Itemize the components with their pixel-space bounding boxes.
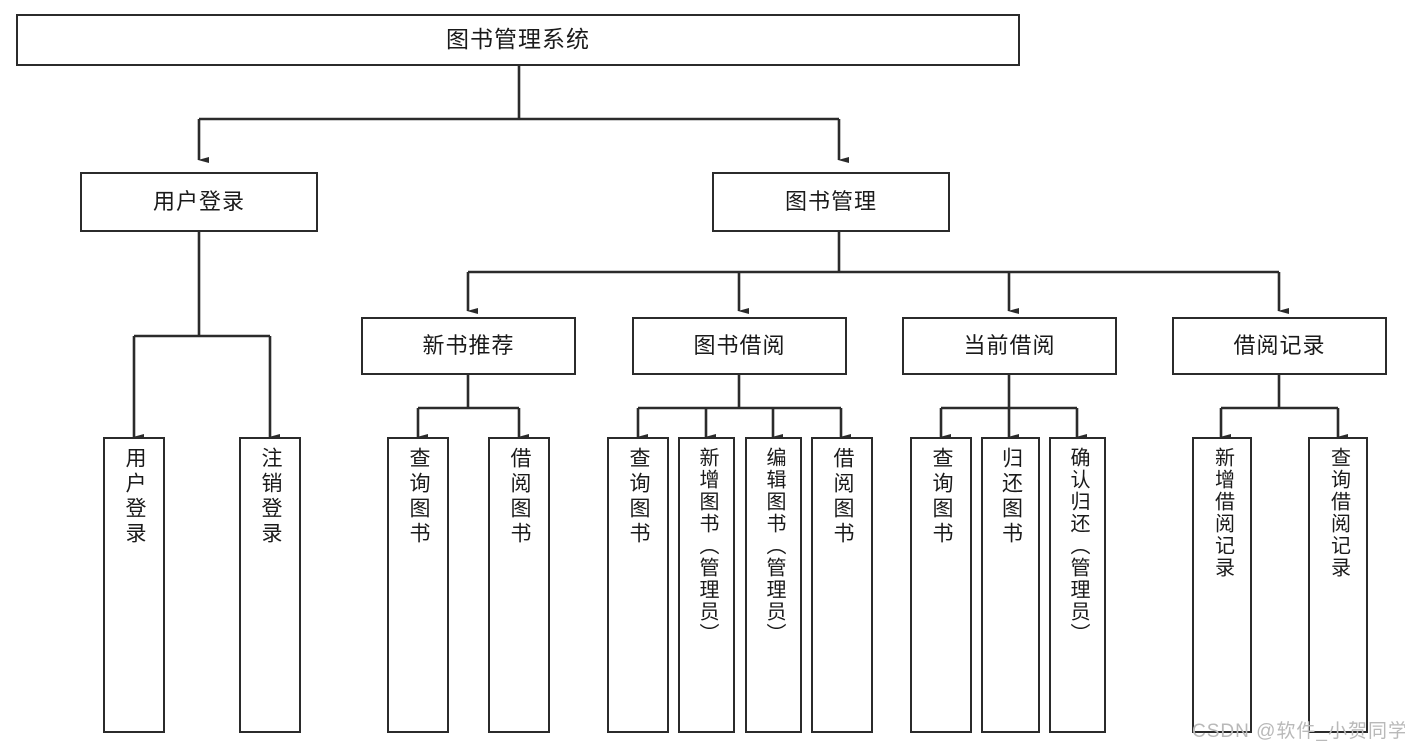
node-label: 查询借阅记录 xyxy=(1327,447,1350,579)
node-label: 图书管理系统 xyxy=(446,26,590,53)
watermark-text: CSDN @软件_小贺同学 xyxy=(1192,721,1405,742)
node-label: 新增借阅记录 xyxy=(1211,447,1234,579)
node-borrow-record[interactable]: 借阅记录 xyxy=(1172,317,1387,375)
node-label: 用户登录 xyxy=(152,188,245,214)
node-label: 图书管理 xyxy=(784,188,877,214)
node-label: 图书借阅 xyxy=(693,332,786,358)
node-user-login[interactable]: 用户登录 xyxy=(80,172,318,232)
leaf-borrow-book-recommend[interactable]: 借阅图书 xyxy=(488,437,550,733)
node-label: 当前借阅 xyxy=(963,332,1056,358)
leaf-user-login[interactable]: 用户登录 xyxy=(103,437,165,733)
leaf-query-borrow-record[interactable]: 查询借阅记录 xyxy=(1308,437,1368,733)
node-book-management[interactable]: 图书管理 xyxy=(712,172,950,232)
node-root-system[interactable]: 图书管理系统 xyxy=(16,14,1020,66)
leaf-add-book-admin[interactable]: 新增图书（管理员） xyxy=(678,437,735,733)
leaf-query-book-recommend[interactable]: 查询图书 xyxy=(387,437,449,733)
node-label: 借阅记录 xyxy=(1233,332,1326,358)
node-label: 借阅图书 xyxy=(831,447,855,547)
node-label: 查询图书 xyxy=(930,447,954,547)
leaf-edit-book-admin[interactable]: 编辑图书（管理员） xyxy=(745,437,802,733)
leaf-add-borrow-record[interactable]: 新增借阅记录 xyxy=(1192,437,1252,733)
leaf-return-book[interactable]: 归还图书 xyxy=(981,437,1040,733)
node-label: 编辑图书（管理员） xyxy=(763,447,785,645)
leaf-borrow-book[interactable]: 借阅图书 xyxy=(811,437,873,733)
node-label: 查询图书 xyxy=(407,447,431,547)
node-label: 新增图书（管理员） xyxy=(696,447,718,645)
node-label: 新书推荐 xyxy=(422,332,515,358)
node-current-borrow[interactable]: 当前借阅 xyxy=(902,317,1117,375)
leaf-confirm-return-admin[interactable]: 确认归还（管理员） xyxy=(1049,437,1106,733)
node-new-book-recommend[interactable]: 新书推荐 xyxy=(361,317,576,375)
node-label: 查询图书 xyxy=(627,447,651,547)
node-label: 借阅图书 xyxy=(508,447,532,547)
node-label: 用户登录 xyxy=(123,447,147,547)
leaf-query-book-borrow[interactable]: 查询图书 xyxy=(607,437,669,733)
node-book-borrow[interactable]: 图书借阅 xyxy=(632,317,847,375)
node-label: 归还图书 xyxy=(999,447,1023,547)
leaf-logout[interactable]: 注销登录 xyxy=(239,437,301,733)
node-label: 注销登录 xyxy=(259,447,283,547)
node-label: 确认归还（管理员） xyxy=(1067,447,1089,645)
leaf-query-book-current[interactable]: 查询图书 xyxy=(910,437,972,733)
